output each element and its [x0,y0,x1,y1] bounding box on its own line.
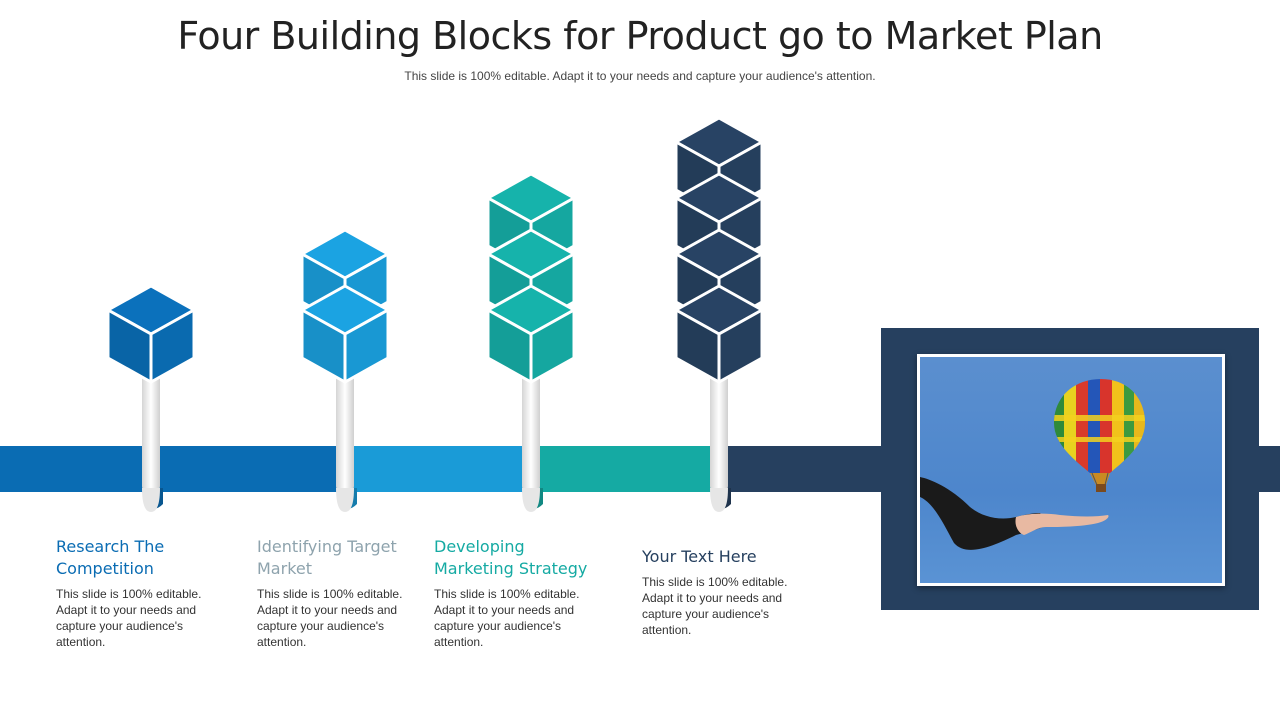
step-1-heading: Research The Competition [56,537,165,578]
stem-1 [142,372,160,492]
timeline-band-2 [345,446,531,492]
timeline-stems [142,372,731,512]
cube-stacks [106,116,764,384]
cube-1-1 [106,284,196,384]
stem-3 [522,372,540,492]
step-2-heading: Identifying Target Market [257,537,397,578]
cube-4-1 [674,284,764,384]
stem-tip-3 [522,488,540,512]
cube-2-2 [300,228,390,328]
timeline-band-3 [531,446,719,492]
step-4: Your Text Here This slide is 100% editab… [642,546,817,638]
balloon-photo [917,354,1225,586]
step-3-heading: Developing Marketing Strategy [434,537,588,578]
step-4-description: This slide is 100% editable. Adapt it to… [642,575,788,637]
slide-subtitle: This slide is 100% editable. Adapt it to… [404,69,876,83]
slide-title: Four Building Blocks for Product go to M… [177,14,1103,58]
stem-tip-4 [710,488,728,512]
step-4-heading: Your Text Here [642,547,757,566]
stem-tip-1 [142,488,160,512]
step-1: Research The Competition This slide is 1… [56,536,231,650]
step-2-description: This slide is 100% editable. Adapt it to… [257,587,403,649]
cube-right-face [717,308,764,384]
cube-right-face [529,308,576,384]
step-1-description: This slide is 100% editable. Adapt it to… [56,587,202,649]
stem-tip-2 [336,488,354,512]
timeline-band-1 [0,446,345,492]
cube-right-face [149,308,196,384]
step-3-description: This slide is 100% editable. Adapt it to… [434,587,580,649]
cube-3-1 [486,284,576,384]
step-3: Developing Marketing Strategy This slide… [434,536,609,650]
stem-2 [336,372,354,492]
cube-2-1 [300,284,390,384]
step-2: Identifying Target Market This slide is … [257,536,432,650]
stem-4 [710,372,728,492]
hot-air-balloon-over-hand-icon [920,379,1145,550]
cube-right-face [343,308,390,384]
